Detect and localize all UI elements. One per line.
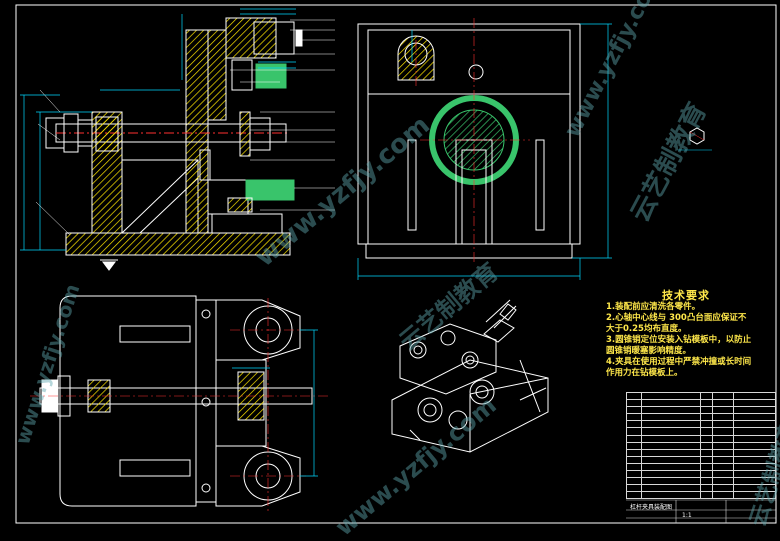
technical-note-3: 大于0.25均布直度。 xyxy=(606,324,687,334)
title-block-name: 杠杆夹具装配图 xyxy=(630,504,673,511)
front-view-dimensions xyxy=(20,8,296,251)
title-block-lines xyxy=(626,499,776,523)
technical-note-6: 4.夹具在使用过程中严禁冲撞或长时间 xyxy=(606,357,752,367)
parts-list-table xyxy=(626,391,776,500)
side-view-dimensions xyxy=(357,23,612,280)
center-column xyxy=(185,29,209,234)
technical-requirements-title: 技术要求 xyxy=(662,289,710,302)
technical-note-4: 3.圆锥销定位安装入钻模板中，以防止 xyxy=(606,335,752,345)
plan-left-plate xyxy=(59,295,197,507)
title-block-scale: 1:1 xyxy=(682,512,692,519)
technical-note-2: 2.心轴中心线与 300凸台面应保证不 xyxy=(606,313,747,323)
technical-note-1: 1.装配前应清洗各零件。 xyxy=(606,302,701,312)
plan-view-centerlines xyxy=(30,298,330,512)
detail-hex xyxy=(678,127,712,151)
drill-plate xyxy=(225,17,277,59)
technical-note-7: 作用力在钻模板上。 xyxy=(606,368,683,378)
drawing-border xyxy=(15,4,777,524)
part-leader-lines xyxy=(35,19,335,236)
side-view-centerlines xyxy=(415,18,530,262)
isometric-view xyxy=(391,299,549,453)
technical-note-5: 圆锥销暖塞影响精度。 xyxy=(606,346,692,356)
plan-view xyxy=(39,295,313,507)
cad-drawing-canvas xyxy=(15,4,777,524)
plan-view-dimensions xyxy=(232,329,318,477)
front-section-view xyxy=(45,17,303,271)
